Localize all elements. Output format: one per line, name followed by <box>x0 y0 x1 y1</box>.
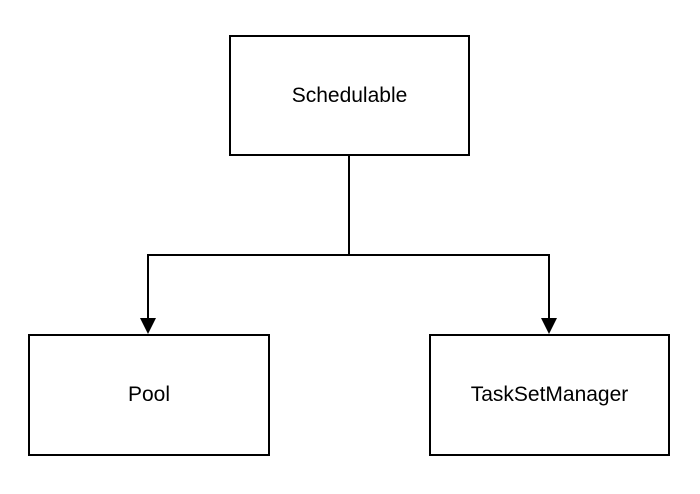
node-pool: Pool <box>28 334 270 456</box>
node-label: Pool <box>127 383 171 406</box>
node-label: Schedulable <box>291 83 408 107</box>
node-tasksetmanager: TaskSetManager <box>429 334 670 456</box>
arrowhead-left <box>140 318 156 334</box>
arrowhead-right <box>541 318 557 334</box>
node-label: TaskSetManager <box>470 383 629 406</box>
node-schedulable: Schedulable <box>229 35 470 156</box>
